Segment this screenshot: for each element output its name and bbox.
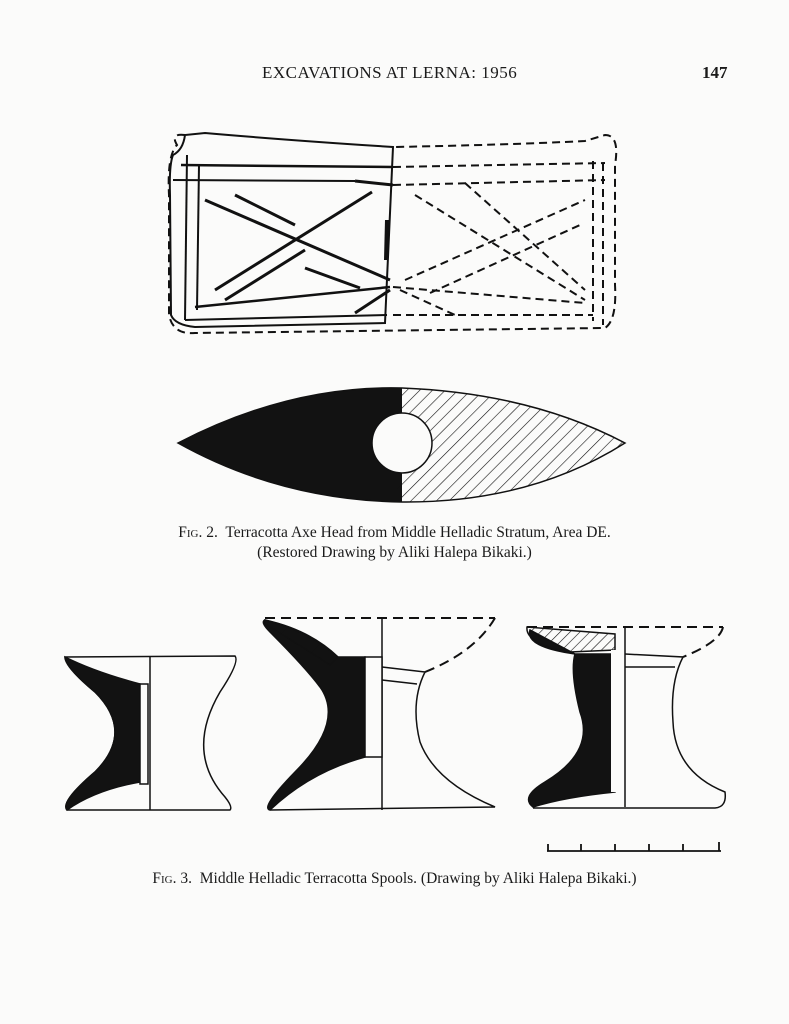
figure-2-label: Fig. 2. [178,524,218,541]
running-head: EXCAVATIONS AT LERNA: 1956 147 [0,63,789,87]
spool-2 [262,617,496,811]
running-title: EXCAVATIONS AT LERNA: 1956 [262,63,518,82]
page-number: 147 [702,63,728,82]
figure-3-label: Fig. 3. [152,870,192,887]
spool-3 [526,626,727,809]
axe-head-top-view [165,125,630,340]
spools-drawing [55,612,745,817]
figure-3-caption: Fig. 3. Middle Helladic Terracotta Spool… [152,870,637,887]
axe-head-section [170,385,635,510]
scale-bar [545,838,725,854]
spool-1 [64,655,237,812]
figure-2-caption: Fig. 2. Terracotta Axe Head from Middle … [178,524,611,561]
